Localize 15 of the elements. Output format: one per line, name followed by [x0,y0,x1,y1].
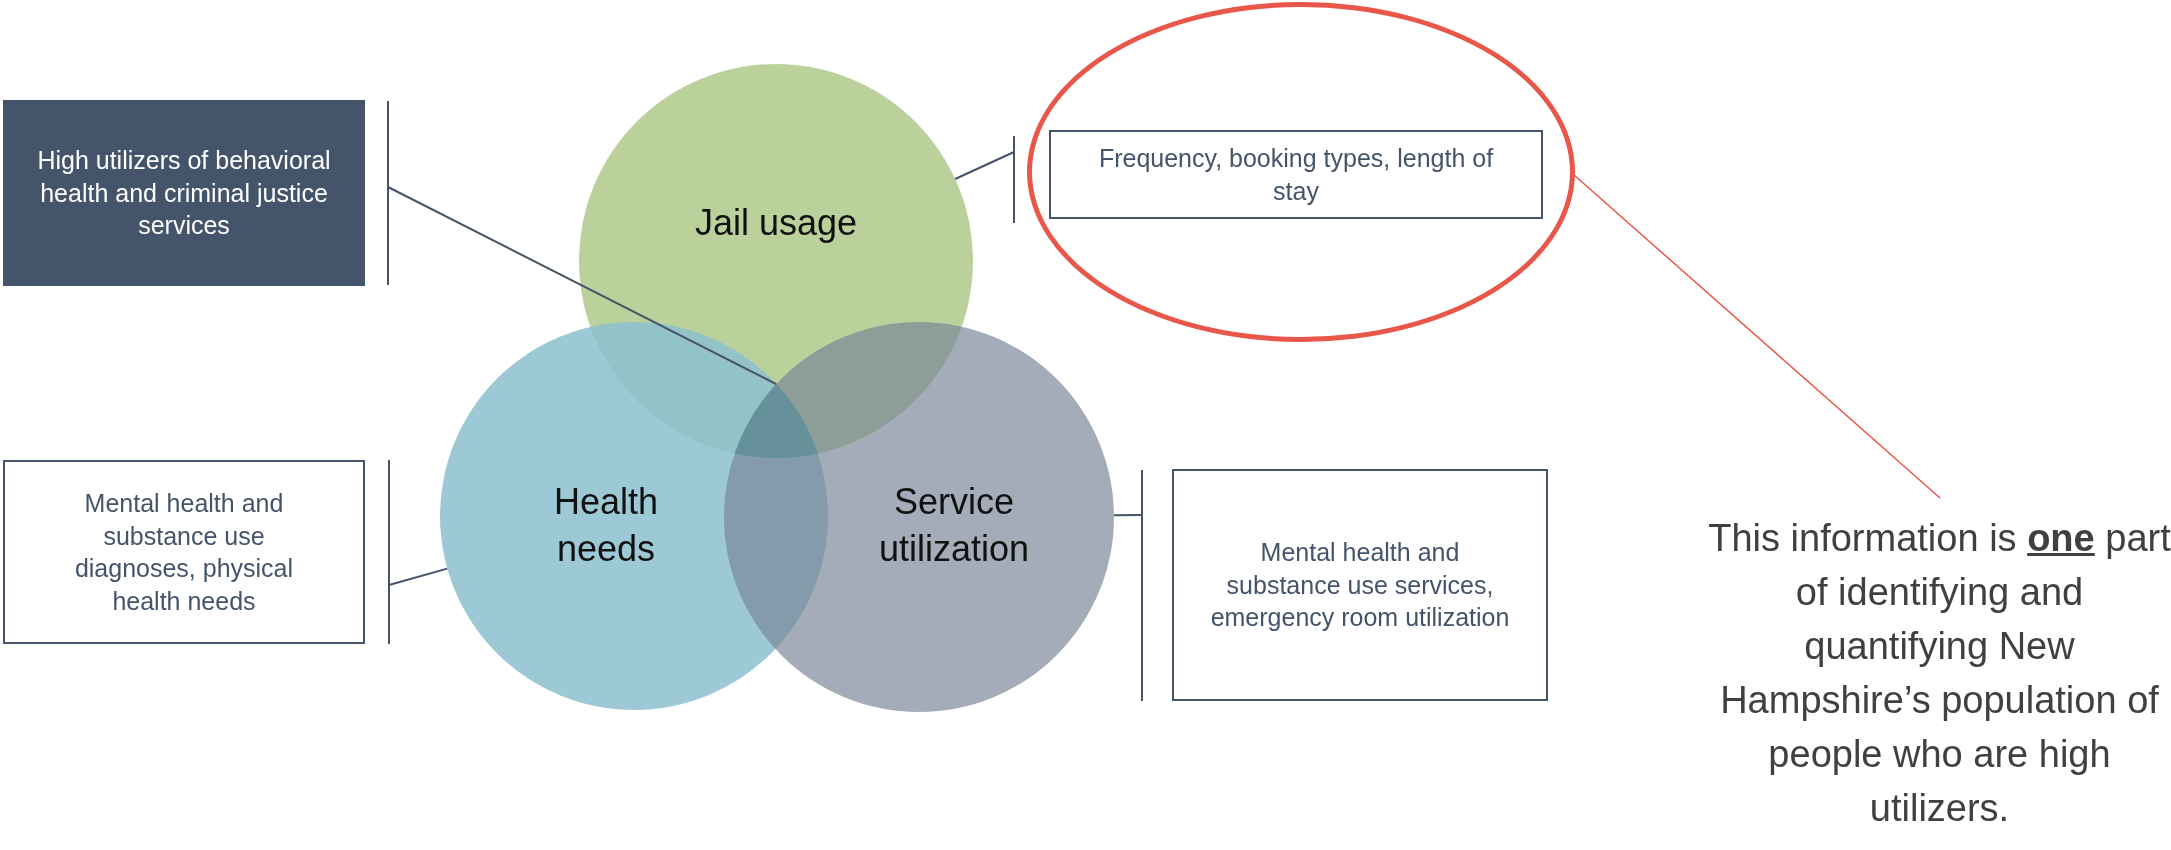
intersection-region [734,384,818,458]
callout-box: Frequency, booking types, length of stay [1049,130,1543,219]
leader-line [387,186,778,386]
leader-line [1573,174,1941,499]
note-text: This information is one part of identifying and quantifying New Hampshire’s population of people who are high utilizers. [1708,512,2171,848]
callout-box: Mental health and substance use diagnoses, physical health needs [3,460,365,644]
circle-label: Service utilization [877,480,1031,571]
leader-line [388,567,449,586]
highlight-ellipse [1027,2,1575,342]
callout-box: High utilizers of behavioral health and criminal justice services [3,100,365,286]
leader-line [954,151,1015,180]
circle-label: Health needs [552,480,660,571]
circle-label: Jail usage [693,200,859,245]
callout-box: Mental health and substance use services, emergency room utilization [1172,469,1548,701]
leader-line [1113,514,1143,517]
